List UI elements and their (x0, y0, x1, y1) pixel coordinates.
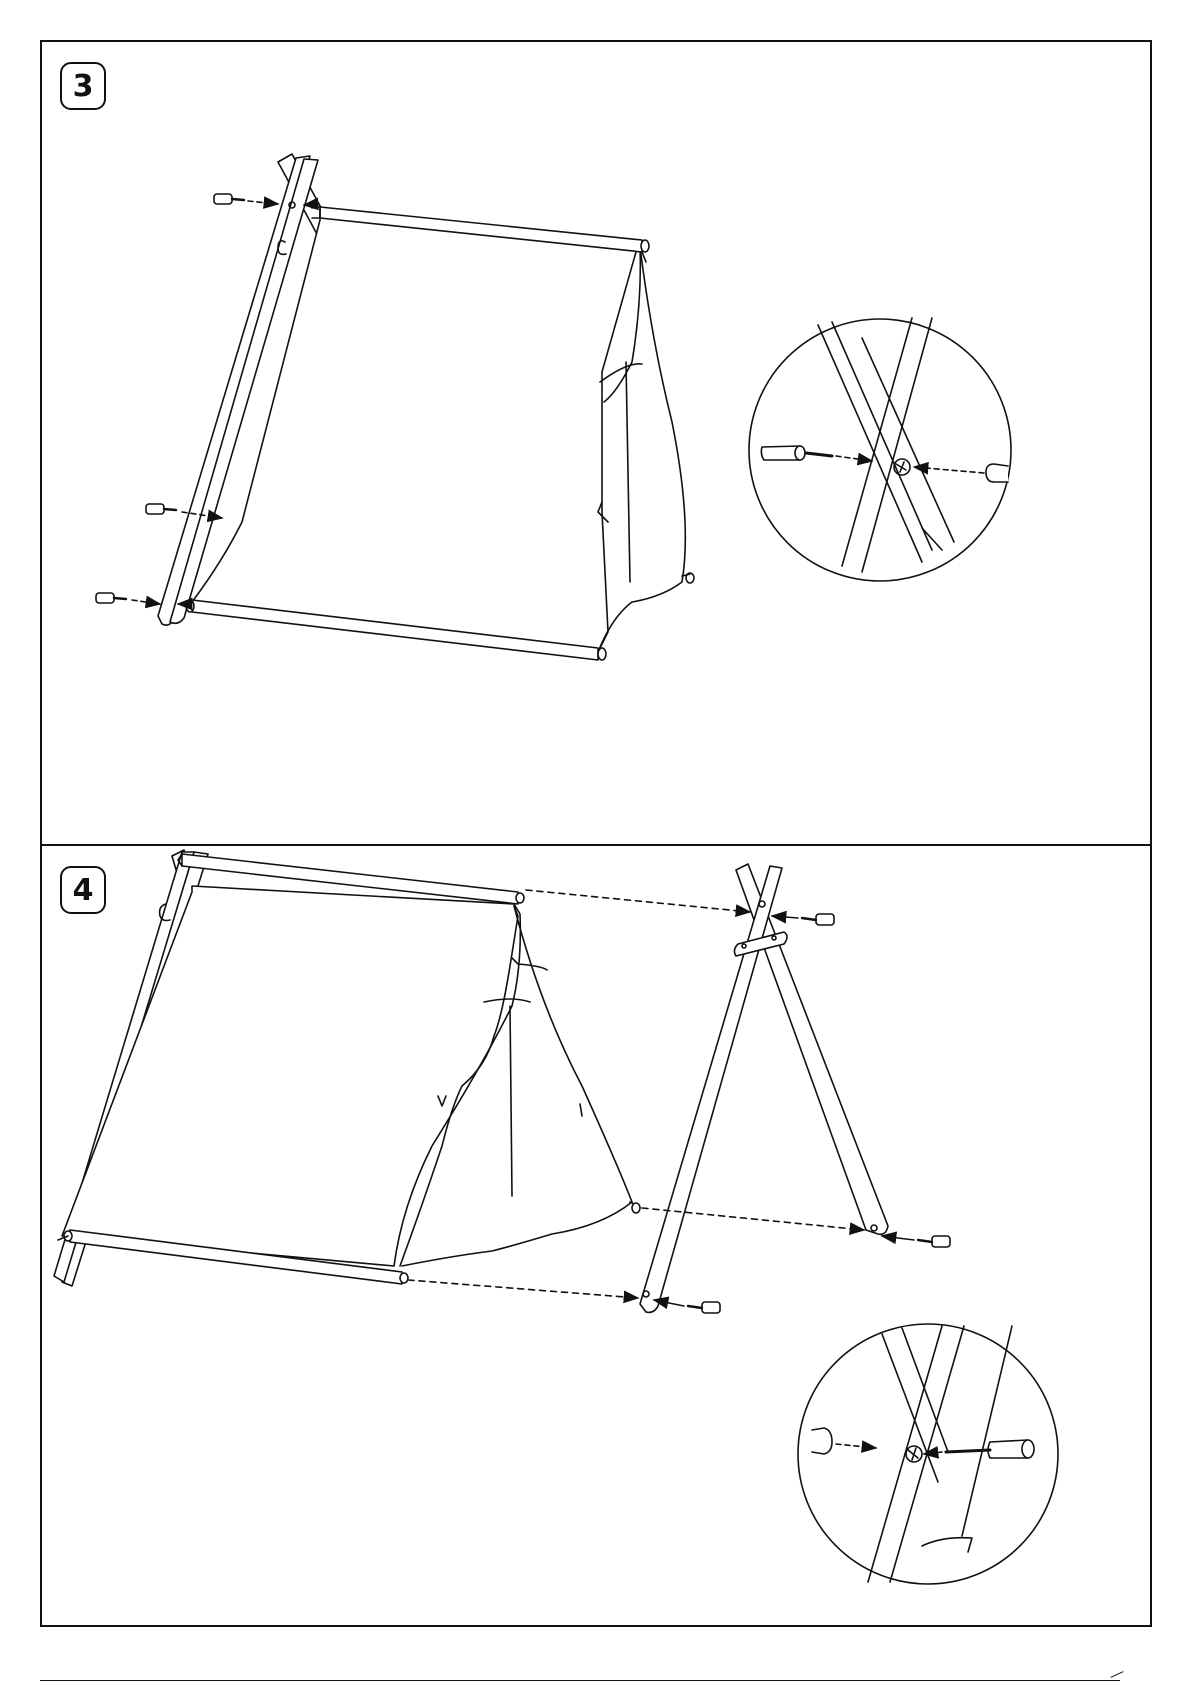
step-4-illustration (42, 846, 1150, 1625)
bolt-lower-right (882, 1236, 950, 1247)
assembled-tent-half (54, 850, 640, 1286)
bolt-top (214, 194, 278, 204)
footer-rule (40, 1680, 1120, 1681)
detail-circle (749, 318, 1011, 581)
bolt-lower-left (654, 1300, 720, 1313)
footer-mark (1110, 1671, 1123, 1678)
step-3-illustration (42, 42, 1150, 844)
detail-circle (798, 1324, 1058, 1584)
bolt-upper (772, 914, 834, 925)
step-3-panel: 3 (40, 40, 1152, 846)
step-4-panel: 4 (40, 844, 1152, 1627)
loose-a-frame (640, 864, 888, 1312)
